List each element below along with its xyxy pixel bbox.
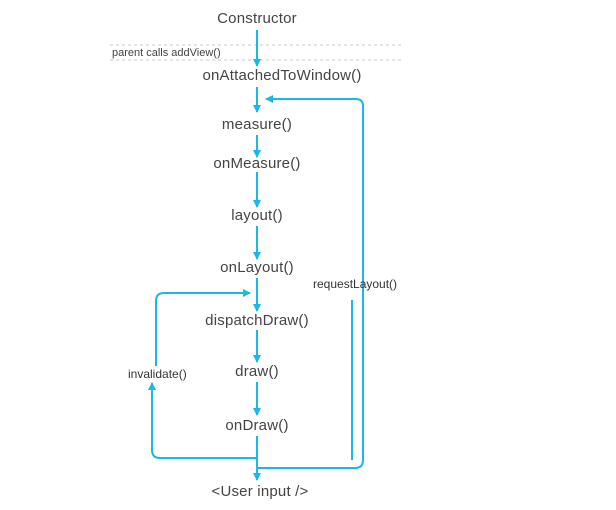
invalidate-return-arrow bbox=[155, 289, 251, 366]
dispatch-draw-node: dispatchDraw() bbox=[205, 312, 309, 329]
invalidate-label: invalidate() bbox=[128, 367, 187, 381]
invalidate-loop-arrow bbox=[148, 382, 257, 459]
draw-node: draw() bbox=[235, 363, 279, 380]
layout-node: layout() bbox=[231, 207, 283, 224]
measure-node: measure() bbox=[221, 116, 293, 133]
on-attached-node: onAttachedToWindow() bbox=[202, 67, 362, 84]
on-measure-node: onMeasure() bbox=[213, 155, 301, 172]
request-layout-label: requestLayout() bbox=[313, 277, 398, 291]
user-input-node: <User input /> bbox=[211, 483, 309, 500]
request-layout-loop-arrow bbox=[257, 95, 364, 469]
on-draw-node: onDraw() bbox=[225, 417, 289, 434]
on-layout-node: onLayout() bbox=[220, 259, 294, 276]
parent-calls-annotation: parent calls addView() bbox=[112, 47, 221, 59]
constructor-node: Constructor bbox=[217, 10, 297, 27]
